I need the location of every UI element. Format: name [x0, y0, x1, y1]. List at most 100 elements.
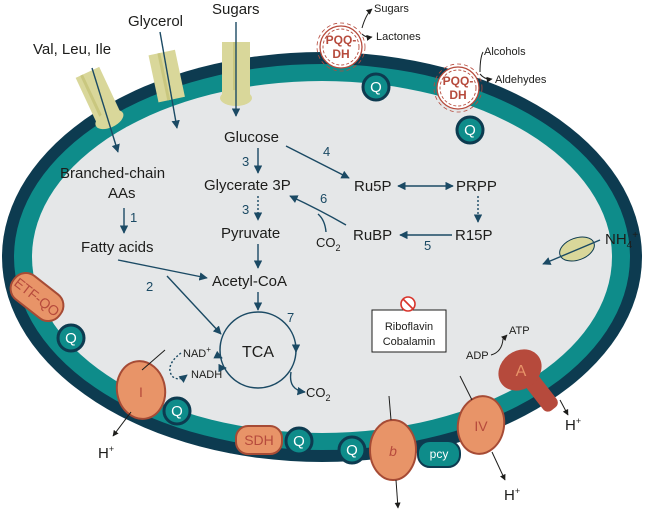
arrow-aldehydes [479, 73, 493, 83]
arrow-complex-i-proton [112, 411, 132, 437]
cell-envelope [2, 52, 642, 462]
label-nh4: NH4+ [605, 230, 638, 251]
svg-text:DH: DH [449, 88, 466, 102]
arrow-nad [213, 350, 223, 359]
q-circle: Q [284, 426, 314, 456]
svg-text:Q: Q [370, 79, 382, 96]
metabolite-branched-chain-aas-line2: AAs [108, 185, 136, 202]
arrow-alcohols [479, 51, 484, 73]
arrow-atp-synthase-proton [559, 399, 569, 416]
metabolite-glycerate-3p: Glycerate 3P [204, 177, 291, 194]
metabolite-co2-out: CO2 [306, 385, 331, 403]
metabolite-adp: ADP [466, 350, 489, 362]
arrow-step-4 [285, 145, 350, 179]
svg-text:Q: Q [171, 403, 183, 420]
tca-label: TCA [242, 344, 274, 361]
arrow-step-2-tca [166, 275, 222, 335]
arrow-lactones [361, 33, 373, 41]
proton-complex-iv: H+ [504, 486, 520, 504]
complex-iv: IV [456, 395, 506, 455]
vitamin-auxotrophy-box: Riboflavin Cobalamin [371, 296, 447, 353]
quinone-pool: Q Q Q Q Q Q [56, 72, 485, 465]
svg-text:SDH: SDH [244, 432, 274, 448]
label-sugars: Sugars [212, 1, 260, 18]
vitamin-riboflavin: Riboflavin [385, 321, 433, 333]
metabolite-glucose: Glucose [224, 129, 279, 146]
arrow-co2-fixation [317, 213, 327, 233]
pqq-dh-sugars: PQQ- DH [316, 22, 366, 72]
step-6: 6 [320, 191, 327, 206]
tca-cycle: TCA [219, 311, 301, 389]
metabolite-fatty-acids: Fatty acids [81, 239, 154, 256]
svg-text:DH: DH [332, 47, 349, 61]
step-5: 5 [424, 238, 431, 253]
svg-text:Q: Q [293, 433, 305, 450]
svg-text:IV: IV [474, 418, 488, 434]
q-circle: Q [337, 435, 367, 465]
step-1: 1 [130, 210, 137, 225]
svg-text:A: A [516, 363, 527, 380]
q-circle: Q [56, 323, 86, 353]
label-val-leu-ile: Val, Leu, Ile [33, 41, 111, 58]
cytoplasm [32, 81, 612, 433]
label-sugars-pqq: Sugars [374, 3, 409, 15]
complex-iv-stem [459, 375, 473, 401]
metabolite-rubp: RuBP [353, 227, 392, 244]
svg-text:PQQ-: PQQ- [326, 33, 357, 47]
svg-text:b: b [389, 443, 397, 459]
svg-text:Q: Q [464, 122, 476, 139]
label-alcohols: Alcohols [484, 46, 526, 58]
metabolite-acetyl-coa: Acetyl-CoA [212, 273, 287, 290]
atp-synthase: A [498, 349, 558, 412]
metabolite-r15p: R15P [455, 227, 493, 244]
vitamin-cobalamin: Cobalamin [383, 336, 436, 348]
svg-text:pcy: pcy [430, 447, 449, 461]
step-4: 4 [323, 144, 330, 159]
step-3a: 3 [242, 154, 249, 169]
step-3b: 3 [242, 202, 249, 217]
complex-b: b [369, 419, 417, 481]
complex-i: I [115, 360, 167, 420]
arrow-glycerol-uptake [159, 31, 180, 129]
complex-i-stem [141, 349, 166, 371]
arrow-nadh-cycle [169, 352, 188, 383]
step-2: 2 [146, 279, 153, 294]
pqq-dh-alcohols: PQQ- DH [433, 63, 483, 113]
arrow-complex-b-proton [394, 479, 401, 509]
arrow-adp-atp [490, 334, 508, 356]
pcy-plastocyanin: pcy [417, 440, 461, 468]
label-aldehydes: Aldehydes [495, 74, 547, 86]
step-7: 7 [287, 310, 294, 325]
metabolite-ru5p: Ru5P [354, 178, 392, 195]
metabolite-pyruvate: Pyruvate [221, 225, 280, 242]
label-glycerol: Glycerol [128, 13, 183, 30]
arrow-co2-release [289, 371, 306, 396]
svg-text:Q: Q [346, 442, 358, 459]
q-circle: Q [455, 115, 485, 145]
arrow-nh4-uptake [542, 239, 601, 265]
arrow-sugars-pqq [361, 8, 373, 29]
svg-text:PQQ-: PQQ- [443, 74, 474, 88]
cofactor-nadh: NADH [191, 369, 222, 381]
metabolite-prpp: PRPP [456, 178, 497, 195]
cofactor-nad: NAD+ [183, 345, 211, 360]
metabolite-branched-chain-aas: Branched-chain [60, 165, 165, 182]
channel-glycerol [148, 49, 185, 103]
sdh-complex: SDH [235, 425, 283, 455]
arrow-step-6 [289, 195, 347, 226]
arrow-fatty-acids-acetylcoa [117, 259, 208, 281]
proton-atp-synthase: H+ [565, 416, 581, 434]
label-lactones: Lactones [376, 31, 421, 43]
q-circle: Q [361, 72, 391, 102]
svg-text:Q: Q [65, 330, 77, 347]
q-circle: Q [162, 396, 192, 426]
metabolite-co2-in: CO2 [316, 235, 341, 253]
svg-text:I: I [139, 384, 143, 400]
complex-b-stem [388, 395, 392, 421]
metabolite-atp: ATP [509, 325, 530, 337]
arrow-complex-iv-proton [491, 451, 506, 481]
arrow-val-leu-ile-uptake [91, 67, 120, 153]
channel-val-leu-ile [75, 66, 124, 130]
proton-complex-i: H+ [98, 444, 114, 462]
